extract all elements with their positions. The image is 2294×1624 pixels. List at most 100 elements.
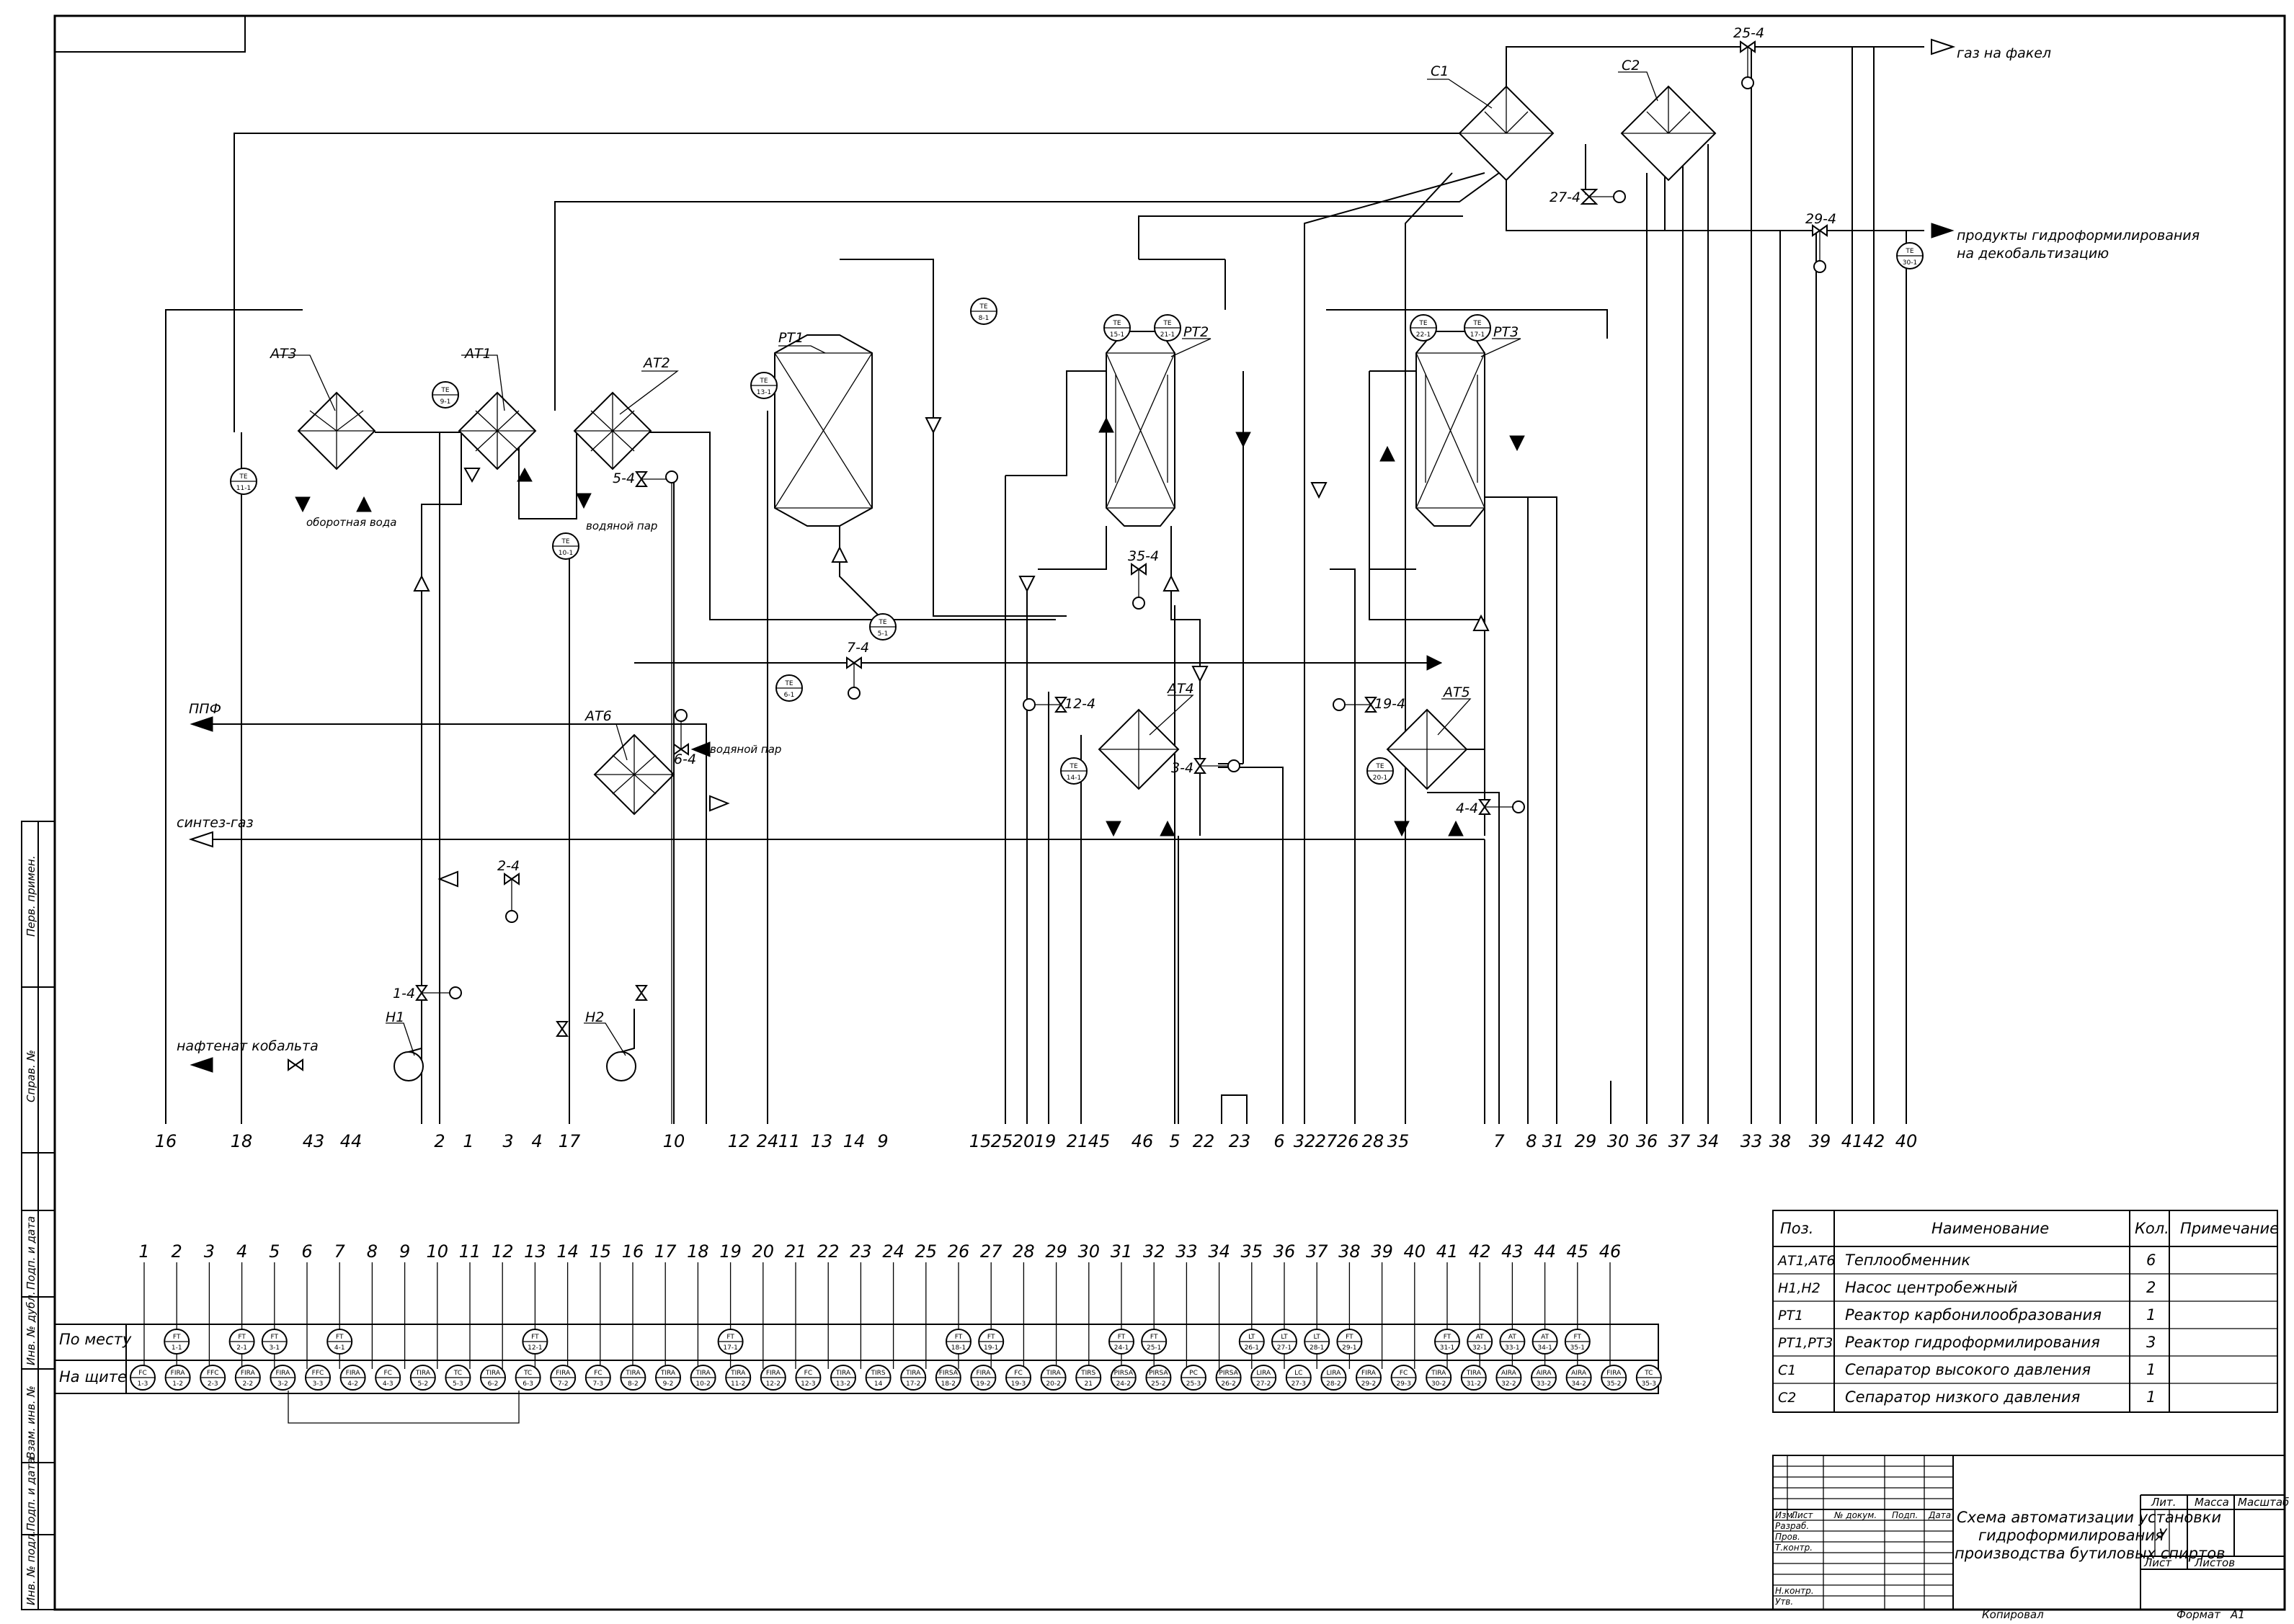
instrument-code: TE xyxy=(561,538,569,545)
device-tag: 5-3 xyxy=(453,1380,463,1388)
line-number: 21 xyxy=(1067,1131,1089,1151)
line-number: 6 xyxy=(1273,1131,1284,1151)
device-tag: 13-2 xyxy=(836,1380,850,1388)
device-code: FIRA xyxy=(171,1370,186,1377)
label-at6: АТ6 xyxy=(584,708,612,724)
panel-column-number: 10 xyxy=(427,1241,449,1262)
line-number: 37 xyxy=(1668,1131,1691,1151)
line-number: 5 xyxy=(1169,1131,1180,1151)
heat-exchanger-at1: АТ1 xyxy=(458,346,537,470)
stream-products-1: продукты гидроформилирования xyxy=(1957,228,2200,244)
label-valve-25-4: 25-4 xyxy=(1733,25,1764,41)
line-number: 8 xyxy=(1526,1131,1537,1151)
line-number: 29 xyxy=(1575,1131,1597,1151)
tb-role-utv: Утв. xyxy=(1775,1597,1793,1607)
panel-column-number: 7 xyxy=(334,1241,346,1262)
device-tag: 26-1 xyxy=(1245,1344,1259,1352)
label-rt3: РТ3 xyxy=(1493,324,1519,340)
instrument-code: TE xyxy=(784,680,793,687)
panel-column-number: 31 xyxy=(1111,1241,1133,1262)
device-code: FIRSA xyxy=(939,1370,959,1377)
line-number: 28 xyxy=(1362,1131,1384,1151)
instrument-tag: 30-1 xyxy=(1903,259,1917,267)
device-tag: 6-2 xyxy=(488,1380,499,1388)
device-tag: 17-2 xyxy=(906,1380,920,1388)
label-at5: АТ5 xyxy=(1442,684,1470,700)
device-tag: 1-1 xyxy=(172,1344,182,1352)
stamp-inv-dubl: Инв. № дубл. xyxy=(25,1291,37,1365)
valve-25-4: 25-4 xyxy=(1733,25,1764,89)
heat-exchanger-at5: АТ5 xyxy=(1386,684,1472,790)
device-tag: 2-1 xyxy=(236,1344,247,1352)
tb-list: Лист xyxy=(1790,1510,1813,1520)
panel-column-number: 18 xyxy=(687,1241,709,1262)
device-tag: 4-3 xyxy=(383,1380,394,1388)
panel-column-number: 8 xyxy=(367,1241,378,1262)
line-number: 16 xyxy=(155,1131,177,1151)
device-code: FIRA xyxy=(766,1370,781,1377)
label-at4: АТ4 xyxy=(1166,681,1194,697)
instrument-code: TE xyxy=(759,378,768,385)
tb-title-2: гидроформилирования xyxy=(1978,1527,2164,1544)
heat-exchanger-at4: АТ4 xyxy=(1098,681,1194,790)
spec-pos: С2 xyxy=(1778,1390,1796,1406)
separator-c1: С1 xyxy=(1427,63,1555,182)
spec-name: Сепаратор низкого давления xyxy=(1845,1388,2080,1406)
stream-steam-2: водяной пар xyxy=(710,743,781,756)
line-number: 31 xyxy=(1542,1131,1565,1151)
device-code: AT xyxy=(1508,1334,1516,1341)
device-code: LC xyxy=(1294,1370,1302,1377)
device-tag: 1-3 xyxy=(138,1380,148,1388)
tb-sheets: Листов xyxy=(2194,1556,2235,1569)
line-number: 35 xyxy=(1387,1131,1410,1151)
device-tag: 21 xyxy=(1084,1380,1092,1388)
stamp-sprav: Справ. № xyxy=(25,1050,37,1102)
heat-exchanger-at6: АТ6 xyxy=(584,708,675,816)
device-code: FIRA xyxy=(241,1370,256,1377)
panel-column-number: 37 xyxy=(1306,1241,1328,1262)
label-at3: АТ3 xyxy=(269,346,297,362)
device-code: FT xyxy=(1346,1334,1353,1341)
label-valve-7-4: 7-4 xyxy=(847,640,869,656)
device-tag: 3-3 xyxy=(313,1380,324,1388)
panel-column-number: 19 xyxy=(719,1241,742,1262)
line-number: 33 xyxy=(1740,1131,1763,1151)
device-tag: 10-2 xyxy=(695,1380,710,1388)
line-number: 32 xyxy=(1294,1131,1316,1151)
device-tag: 35-1 xyxy=(1570,1344,1585,1352)
device-tag: 2-2 xyxy=(242,1380,253,1388)
panel-column-number: 12 xyxy=(492,1241,514,1262)
device-tag: 25-3 xyxy=(1186,1380,1201,1388)
line-number: 10 xyxy=(663,1131,685,1151)
spec-qty: 1 xyxy=(2146,1388,2156,1406)
tb-date: Дата xyxy=(1928,1510,1951,1520)
instrument-code: TE xyxy=(1418,320,1427,327)
spec-header-pos: Поз. xyxy=(1780,1220,1813,1237)
device-code: TIRA xyxy=(730,1370,746,1377)
line-number: 15 xyxy=(969,1131,992,1151)
